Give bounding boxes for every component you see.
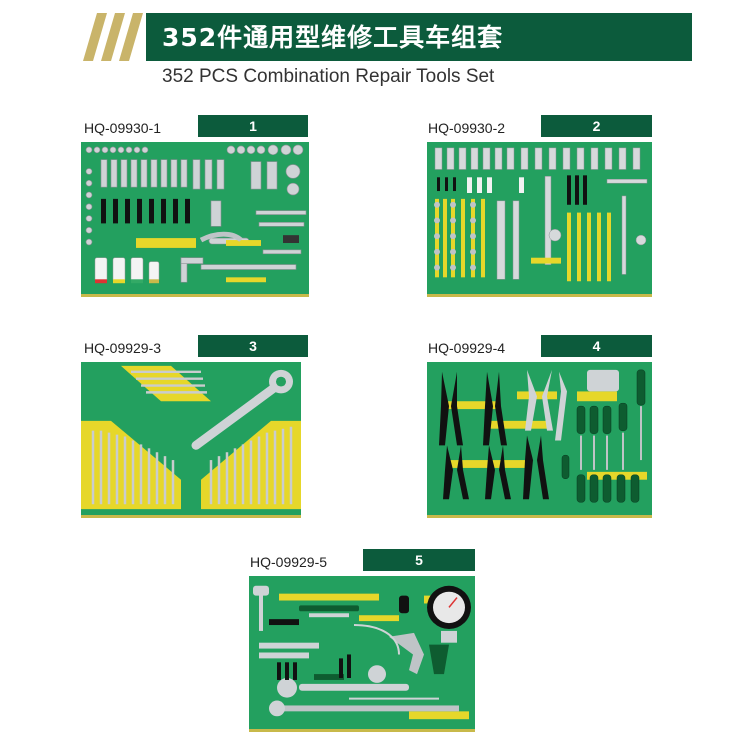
set-4-number-badge: 4 [541, 335, 652, 357]
set-2-code: HQ-09930-2 [428, 120, 506, 136]
set-3-number-badge: 3 [198, 335, 308, 357]
set-3-tray-image [81, 362, 301, 518]
page-title: 352件通用型维修工具车组套 [162, 23, 504, 52]
set-3-code: HQ-09929-3 [84, 340, 162, 356]
set-1-tray-image [81, 142, 309, 297]
set-1-number-badge: 1 [198, 115, 308, 137]
set-2-number-badge: 2 [541, 115, 652, 137]
set-5-tray-image [249, 576, 475, 732]
set-4-code: HQ-09929-4 [428, 340, 506, 356]
set-5-code: HQ-09929-5 [250, 554, 328, 570]
set-5-number-badge: 5 [363, 549, 475, 571]
set-2-tray-image [427, 142, 652, 297]
header-bar [146, 13, 692, 61]
set-1-code: HQ-09930-1 [84, 120, 162, 136]
header-stripes-logo [83, 13, 143, 61]
page-subtitle: 352 PCS Combination Repair Tools Set [162, 66, 495, 87]
set-4-tray-image [427, 362, 652, 518]
